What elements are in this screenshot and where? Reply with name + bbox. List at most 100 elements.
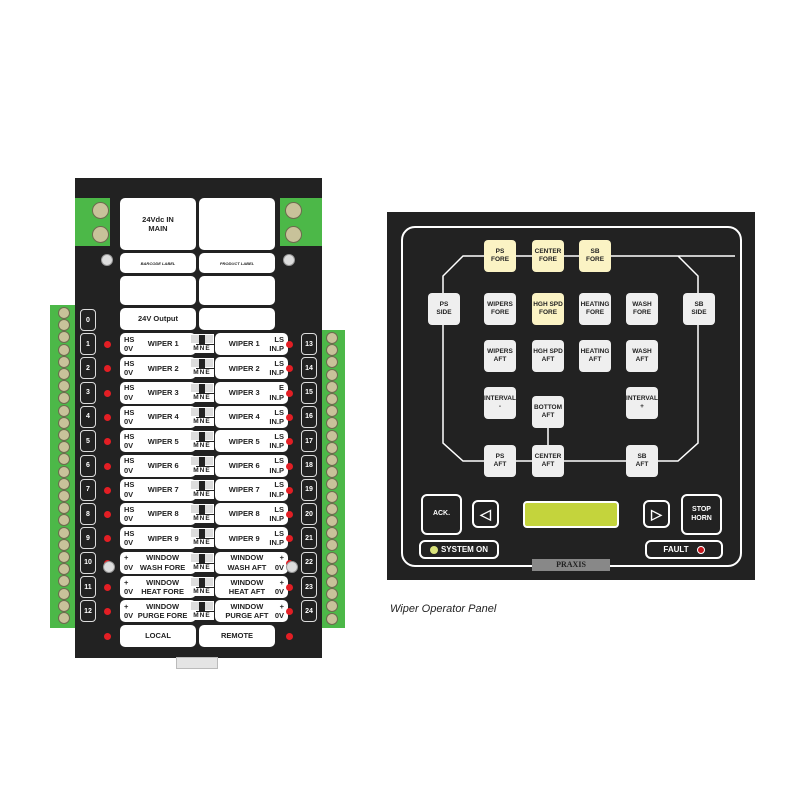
terminal-screw-icon	[58, 404, 70, 417]
mode-switch[interactable]: MNE	[190, 334, 214, 354]
status-led	[286, 462, 293, 470]
terminal-pins: LS IN.P	[269, 431, 284, 451]
terminal-screw-icon	[58, 392, 70, 405]
terminal-number-left: 7	[80, 478, 96, 501]
terminal-screw-icon	[326, 478, 338, 491]
button-interval--[interactable]: INTERVAL -	[484, 387, 516, 419]
ack-button[interactable]: ACK.	[421, 494, 462, 535]
fault-indicator: FAULT	[645, 540, 723, 559]
terminal-screw-icon	[326, 563, 338, 576]
button-wash-fore[interactable]: WASH FORE	[626, 293, 658, 325]
terminal-screw-icon	[58, 502, 70, 515]
terminal-number-right: 21	[301, 527, 317, 550]
mode-switch[interactable]: MNE	[190, 504, 214, 524]
local-label: LOCAL	[120, 625, 196, 647]
terminal-number-left: 6	[80, 454, 96, 477]
barcode-label: BARCODE LABEL	[120, 253, 196, 273]
button-ps-side[interactable]: PS SIDE	[428, 293, 460, 325]
right-arrow-button[interactable]: ▷	[643, 500, 670, 528]
system-on-indicator: SYSTEM ON	[419, 540, 499, 559]
terminal-number-right: 18	[301, 454, 317, 477]
button-bottom-aft[interactable]: BOTTOM AFT	[532, 396, 564, 428]
button-wipers-fore[interactable]: WIPERS FORE	[484, 293, 516, 325]
terminal-screw-icon	[326, 539, 338, 552]
button-ps-fore[interactable]: PS FORE	[484, 240, 516, 272]
button-sb-fore[interactable]: SB FORE	[579, 240, 611, 272]
terminal-pins: LS IN.P	[269, 504, 284, 524]
mode-switch[interactable]: MNE	[190, 552, 214, 573]
terminal-screw-icon	[326, 356, 338, 369]
terminal-number-right: 23	[301, 576, 317, 598]
praxis-logo: PRAXIS	[532, 559, 610, 571]
terminal-number-right: 22	[301, 551, 317, 574]
terminal-pins: HS 0V	[124, 456, 135, 475]
terminal-number-right: 24	[301, 600, 317, 623]
mode-switch[interactable]: MNE	[190, 431, 214, 451]
terminal-number-left: 5	[80, 430, 96, 453]
button-sb-side[interactable]: SB SIDE	[683, 293, 715, 325]
terminal-screw-icon	[58, 429, 70, 441]
function-name: WIPER 2	[228, 363, 260, 373]
button-hgh-spd-fore[interactable]: HGH SPD FORE	[532, 293, 564, 325]
status-led	[104, 608, 111, 616]
product-label: PRODUCT LABEL	[199, 253, 275, 273]
power-screw-icon	[92, 202, 109, 219]
mode-switch[interactable]: MNE	[190, 479, 214, 500]
terminal-screw-icon	[58, 368, 70, 380]
left-arrow-button[interactable]: ◁	[472, 500, 499, 528]
button-sb-aft[interactable]: SB AFT	[626, 445, 658, 477]
button-hgh-spd-aft[interactable]: HGH SPD AFT	[532, 340, 564, 372]
terminal-screw-icon	[326, 502, 338, 515]
mode-switch[interactable]: MNE	[190, 601, 214, 621]
terminal-screw-icon	[58, 453, 70, 466]
terminal-screw-icon	[326, 393, 338, 405]
terminal-number-right: 19	[301, 478, 317, 501]
mode-switch[interactable]: MNE	[190, 358, 214, 378]
button-ps-aft[interactable]: PS AFT	[484, 445, 516, 477]
terminal-screw-icon	[58, 380, 70, 393]
button-center-fore[interactable]: CENTER FORE	[532, 240, 564, 272]
mode-switch[interactable]: MNE	[190, 382, 214, 403]
terminal-pins: + 0V	[124, 577, 134, 596]
caption: Wiper Operator Panel	[390, 603, 497, 615]
function-name: WIPER 7	[228, 485, 260, 495]
mode-switch[interactable]: MNE	[190, 455, 214, 476]
mode-switch[interactable]: MNE	[190, 528, 214, 548]
terminal-screw-icon	[326, 527, 338, 540]
function-name: WIPER 4	[147, 412, 179, 422]
terminal-screw-icon	[326, 368, 338, 381]
terminal-screw-icon	[58, 416, 70, 429]
terminal-pins: + 0V	[124, 601, 134, 621]
function-name: WINDOW HEAT AFT	[228, 577, 266, 596]
terminal-screw-icon	[326, 332, 338, 344]
fault-label: FAULT	[663, 544, 689, 554]
status-led	[286, 511, 293, 519]
terminal-screw-icon	[58, 490, 70, 502]
local-led	[104, 633, 111, 640]
terminal-number-right: 15	[301, 381, 317, 404]
terminal-screw-icon	[326, 551, 338, 564]
terminal-number-left: 4	[80, 405, 96, 428]
button-center-aft[interactable]: CENTER AFT	[532, 445, 564, 477]
terminal-number-left: 10	[80, 551, 96, 574]
button-heating-fore[interactable]: HEATING FORE	[579, 293, 611, 325]
mode-switch[interactable]: MNE	[190, 577, 214, 597]
button-interval-plus[interactable]: INTERVAL +	[626, 387, 658, 419]
button-wipers-aft[interactable]: WIPERS AFT	[484, 340, 516, 372]
stop-horn-button[interactable]: STOP HORN	[681, 494, 722, 535]
mode-switch[interactable]: MNE	[190, 406, 214, 427]
button-wash-aft[interactable]: WASH AFT	[626, 340, 658, 372]
channel-label-right: WINDOW HEAT AFT+ 0V	[215, 576, 288, 598]
terminal-number-left: 2	[80, 357, 96, 380]
button-heating-aft[interactable]: HEATING AFT	[579, 340, 611, 372]
